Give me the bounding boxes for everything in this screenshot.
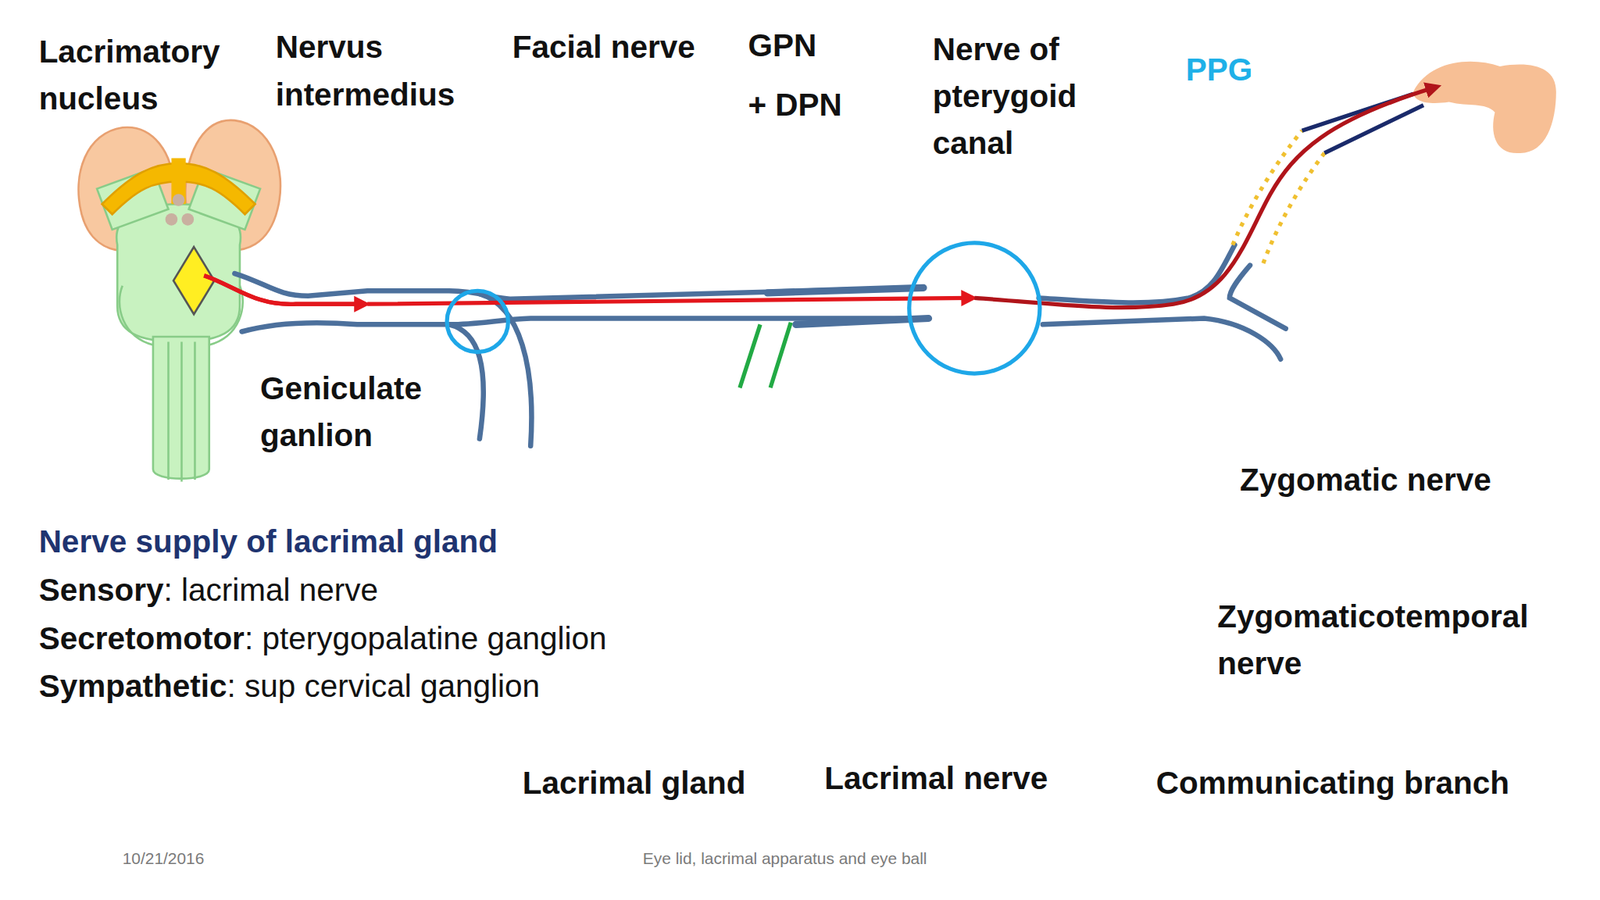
- nerve-label: Nerve of pterygoid canal: [932, 26, 1112, 168]
- supply-term: Sensory: [39, 572, 165, 609]
- supply-line: Secretomotor: pterygopalatine ganglion: [39, 615, 608, 663]
- nerve-label: Lacrimal nerve: [824, 755, 1048, 803]
- nerve-trunks: [234, 244, 1286, 446]
- nerve-label: Communicating branch: [1156, 760, 1510, 808]
- nerve-label: Facial nerve: [512, 24, 696, 72]
- nerve-label: GPN: [747, 22, 817, 70]
- supply-line: Sympathetic: sup cervical ganglion: [39, 663, 540, 711]
- lacrimal-nerve-lines: [1302, 93, 1424, 154]
- lacrimal-gland-shape: [1413, 61, 1557, 154]
- supply-term: Sympathetic: [39, 668, 228, 705]
- footer: Eye lid, lacrimal apparatus and eye ball: [642, 849, 928, 870]
- ganglion-circle: [446, 290, 508, 352]
- nerve-label: Zygomaticotemporal nerve: [1217, 593, 1585, 688]
- nucleus-label: Lacrimatory nucleus: [39, 28, 254, 123]
- supply-description: : lacrimal nerve: [163, 572, 379, 609]
- preganglionic-fibre: [203, 275, 970, 305]
- ganglion-label: PPG: [1185, 46, 1254, 94]
- ganglion-label: Geniculate ganlion: [260, 365, 475, 460]
- nerve-label: Zygomatic nerve: [1239, 457, 1492, 504]
- heading: Nerve supply of lacrimal gland: [39, 518, 498, 566]
- part-label: Lacrimal gland: [522, 760, 747, 808]
- nerve-label: Nervus intermedius: [275, 24, 496, 118]
- supply-description: : sup cervical ganglion: [226, 668, 540, 705]
- supply-term: Secretomotor: [39, 620, 245, 657]
- ganglion-circle: [909, 242, 1040, 374]
- cut-mark: [739, 322, 791, 389]
- supply-line: Sensory: lacrimal nerve: [39, 567, 379, 615]
- postganglionic-fibre: [974, 87, 1434, 308]
- brainstem-drawing: [78, 120, 281, 483]
- fibre-arrow: [203, 275, 362, 305]
- supply-description: : pterygopalatine ganglion: [244, 620, 608, 657]
- nerve-label: + DPN: [747, 81, 842, 129]
- date: 10/21/2016: [122, 849, 205, 870]
